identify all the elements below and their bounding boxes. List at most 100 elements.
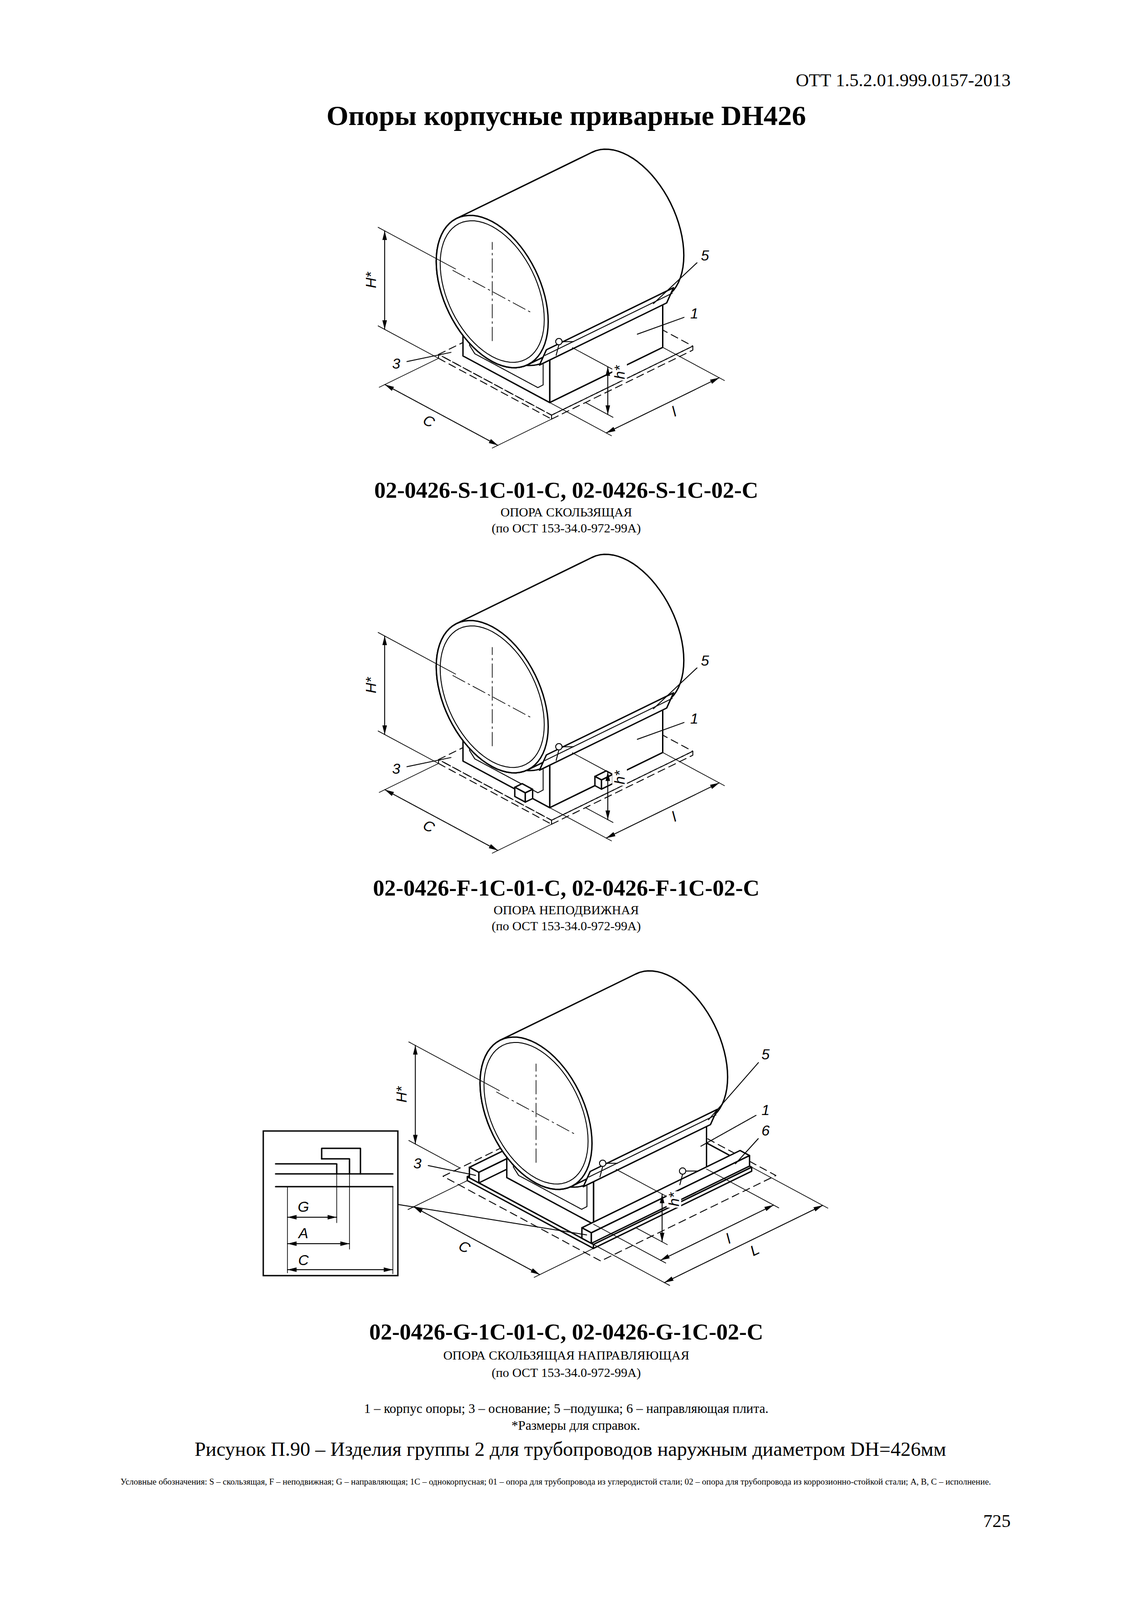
- stop-lug: [594, 776, 602, 790]
- dimension-arrowhead: [383, 1267, 393, 1273]
- dimension-arrowhead: [530, 1268, 540, 1275]
- pipe-bore: [484, 1042, 589, 1185]
- dimension-label: C: [454, 1237, 474, 1257]
- extension-line: [749, 1166, 829, 1209]
- extension-line: [286, 1186, 288, 1273]
- extension-line: [379, 358, 439, 388]
- extension-line: [378, 730, 439, 764]
- support-drawing: [378, 554, 725, 854]
- extension-line: [336, 1173, 338, 1223]
- dimension-arrowhead: [382, 320, 387, 330]
- dimension-arrowhead: [488, 438, 498, 446]
- dimension-arrowhead: [605, 366, 611, 376]
- dimension-arrowhead: [659, 1194, 665, 1204]
- dimension-label: l: [722, 1231, 735, 1247]
- detail-leader: [397, 1204, 587, 1236]
- leader-line: [708, 1062, 759, 1120]
- inset-dimension: G: [296, 1199, 311, 1215]
- extension-line: [585, 807, 613, 823]
- product-name: ОПОРА НЕПОДВИЖНАЯ: [493, 902, 639, 918]
- dimension-arrowhead: [488, 844, 498, 851]
- leader-line: [653, 262, 697, 304]
- dimension-arrowhead: [382, 636, 387, 646]
- product-code: 02-0426-G-1C-01-C, 02-0426-G-1C-02-C: [369, 1318, 764, 1346]
- weld-symbol: [556, 750, 559, 761]
- centre-line: [496, 1092, 576, 1135]
- leader-line: [637, 722, 684, 740]
- product-code: 02-0426-F-1C-01-C, 02-0426-F-1C-02-C: [372, 874, 760, 902]
- part-legend: 1 – корпус опоры; 3 – основание; 5 –поду…: [364, 1401, 769, 1417]
- callout-number: 5: [699, 653, 711, 668]
- extension-line: [549, 807, 612, 841]
- dimension-line: [606, 377, 720, 433]
- slide-plate: [275, 1163, 337, 1174]
- pad: [539, 287, 674, 366]
- extension-line: [492, 824, 552, 854]
- extension-line: [549, 402, 612, 436]
- dimension-line: [385, 789, 499, 851]
- extension-line: [662, 347, 725, 381]
- weld-symbol: [562, 746, 574, 748]
- weld-symbol: [556, 344, 559, 356]
- page-number: 725: [983, 1510, 1011, 1532]
- page-title: Опоры корпусные приварные DН426: [326, 99, 806, 132]
- weld-symbol: [555, 338, 563, 345]
- dimension-label: H*: [363, 270, 379, 290]
- product-name: ОПОРА СКОЛЬЗЯЩАЯ НАПРАВЛЯЮЩАЯ: [443, 1348, 689, 1363]
- pad: [545, 293, 673, 356]
- pipe: [479, 970, 728, 1190]
- dimension-arrowhead: [287, 1215, 297, 1220]
- dimension-arrowhead: [764, 1205, 774, 1211]
- dimension-arrowhead: [412, 1134, 418, 1144]
- dimension-line: [606, 782, 720, 839]
- pad: [539, 693, 674, 771]
- dimension-label: h*: [666, 1191, 682, 1208]
- extension-line: [572, 347, 613, 370]
- dimension-line: [385, 384, 499, 446]
- extension-line: [585, 402, 613, 418]
- leader-line: [700, 1115, 757, 1147]
- support-drawing: [407, 970, 828, 1286]
- dimension-label: h*: [612, 364, 627, 381]
- leader-line: [406, 757, 452, 767]
- standard-reference: (по ОСТ 153-34.0-972-99А): [491, 521, 641, 536]
- extension-line: [378, 325, 439, 359]
- leader-line: [637, 317, 684, 335]
- guide-plate: [591, 1155, 750, 1244]
- dimension-arrowhead: [606, 427, 616, 433]
- extension-line: [378, 632, 456, 674]
- callout-number: 1: [688, 306, 700, 321]
- extension-line: [492, 419, 552, 449]
- dimension-arrowhead: [709, 782, 720, 789]
- dimension-arrowhead: [664, 1276, 674, 1283]
- dimension-label: l: [667, 808, 680, 825]
- pipe-bore: [440, 220, 545, 363]
- dimension-arrowhead: [813, 1205, 823, 1212]
- dimension-arrowhead: [660, 1254, 670, 1261]
- callout-number: 6: [760, 1123, 772, 1138]
- figure-caption: Рисунок П.90 – Изделия группы 2 для труб…: [194, 1437, 946, 1461]
- product-code: 02-0426-S-1C-01-C, 02-0426-S-1C-02-C: [374, 476, 759, 504]
- dimension-arrowhead: [605, 810, 611, 820]
- detail-inset: [263, 1131, 587, 1276]
- dimension-line: [287, 1269, 393, 1271]
- centre-line: [491, 242, 493, 341]
- dimension-arrowhead: [659, 1232, 665, 1242]
- pipe-end: [436, 215, 548, 368]
- weld-symbol: [679, 1174, 683, 1185]
- extension-line: [378, 227, 456, 269]
- product-name: ОПОРА СКОЛЬЗЯЩАЯ: [500, 505, 632, 520]
- dimension-arrowhead: [327, 1215, 337, 1220]
- extension-line: [407, 1180, 468, 1211]
- standard-reference: (по ОСТ 153-34.0-972-99А): [491, 1365, 641, 1381]
- base-plate: [275, 1173, 393, 1175]
- inset-frame: [263, 1131, 398, 1276]
- callout-number: 3: [412, 1156, 423, 1171]
- extension-line: [615, 1169, 668, 1197]
- weld-symbol: [599, 1160, 606, 1167]
- centre-line: [452, 675, 532, 719]
- extension-line: [662, 752, 725, 786]
- dimension-label: H*: [394, 1085, 409, 1105]
- dimension-label: H*: [363, 675, 379, 695]
